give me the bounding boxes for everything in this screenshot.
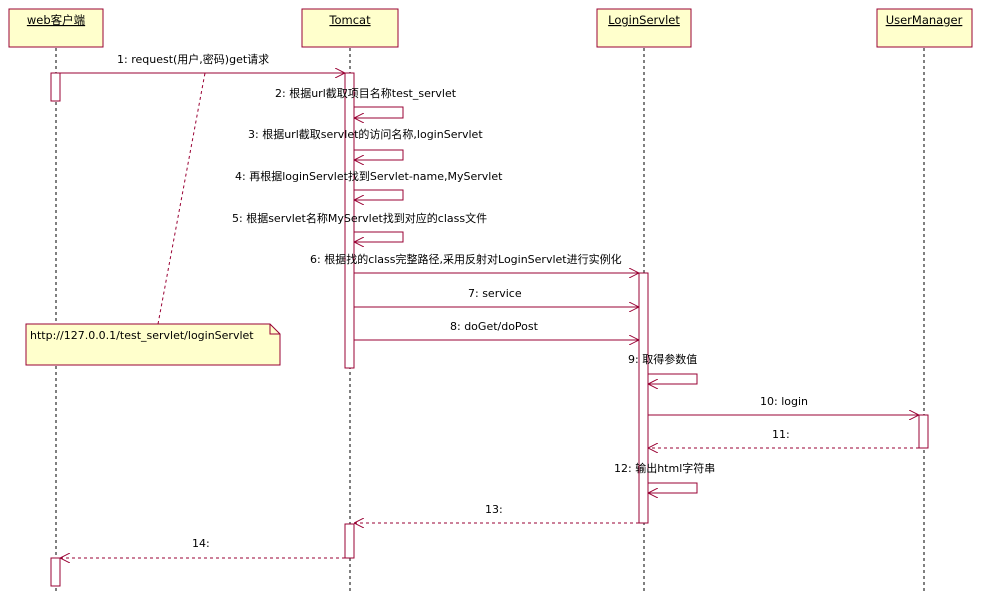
participant-web-client: web客户端 (8, 8, 104, 48)
url-note: http://127.0.0.1/test_servlet/loginServl… (25, 72, 281, 366)
message-label: 1: request(用户,密码)get请求 (117, 52, 269, 66)
message-label: 6: 根据找的class完整路径,采用反射对LoginServlet进行实例化 (310, 252, 622, 266)
activation-web-client-1 (50, 72, 61, 102)
participant-label: LoginServlet (608, 13, 680, 27)
message-2: 2: 根据url截取项目名称test_servlet (275, 86, 457, 118)
message-label: 9: 取得参数值 (628, 352, 697, 366)
participant-tomcat: Tomcat (301, 8, 399, 48)
participant-usermanager: UserManager (876, 8, 973, 48)
activation-tomcat-1 (344, 72, 355, 369)
message-label: 4: 再根据loginServlet找到Servlet-name,MyServl… (235, 169, 503, 183)
message-label: 11: (772, 428, 790, 441)
message-label: 10: login (760, 395, 808, 408)
message-label: 2: 根据url截取项目名称test_servlet (275, 86, 457, 100)
note-text: http://127.0.0.1/test_servlet/loginServl… (30, 329, 254, 342)
message-label: 5: 根据servlet名称MyServlet找到对应的class文件 (232, 211, 487, 225)
message-1: 1: request(用户,密码)get请求 (60, 52, 345, 73)
participant-loginservlet: LoginServlet (596, 8, 692, 48)
activation-loginservlet-1 (638, 272, 649, 524)
message-10: 10: login (648, 395, 919, 415)
message-label: 14: (192, 537, 210, 550)
activation-web-client-2 (50, 557, 61, 587)
message-13: 13: (354, 503, 639, 523)
message-14: 14: (60, 537, 345, 558)
message-label: 12: 输出html字符串 (614, 461, 715, 475)
message-7: 7: service (354, 287, 639, 307)
participant-label: web客户端 (27, 13, 85, 27)
message-9: 9: 取得参数值 (628, 352, 698, 384)
message-label: 8: doGet/doPost (450, 320, 539, 333)
activation-usermanager-1 (918, 414, 929, 449)
participant-label: UserManager (886, 13, 963, 27)
message-5: 5: 根据servlet名称MyServlet找到对应的class文件 (232, 211, 487, 242)
message-label: 3: 根据url截取servlet的访问名称,loginServlet (248, 127, 483, 141)
message-11: 11: (648, 428, 919, 448)
message-12: 12: 输出html字符串 (614, 461, 715, 493)
activation-tomcat-2 (344, 523, 355, 559)
message-6: 6: 根据找的class完整路径,采用反射对LoginServlet进行实例化 (310, 252, 639, 273)
message-4: 4: 再根据loginServlet找到Servlet-name,MyServl… (235, 169, 503, 200)
message-label: 7: service (468, 287, 522, 300)
message-3: 3: 根据url截取servlet的访问名称,loginServlet (248, 127, 483, 160)
message-label: 13: (485, 503, 503, 516)
participant-label: Tomcat (328, 13, 371, 27)
message-8: 8: doGet/doPost (354, 320, 639, 340)
